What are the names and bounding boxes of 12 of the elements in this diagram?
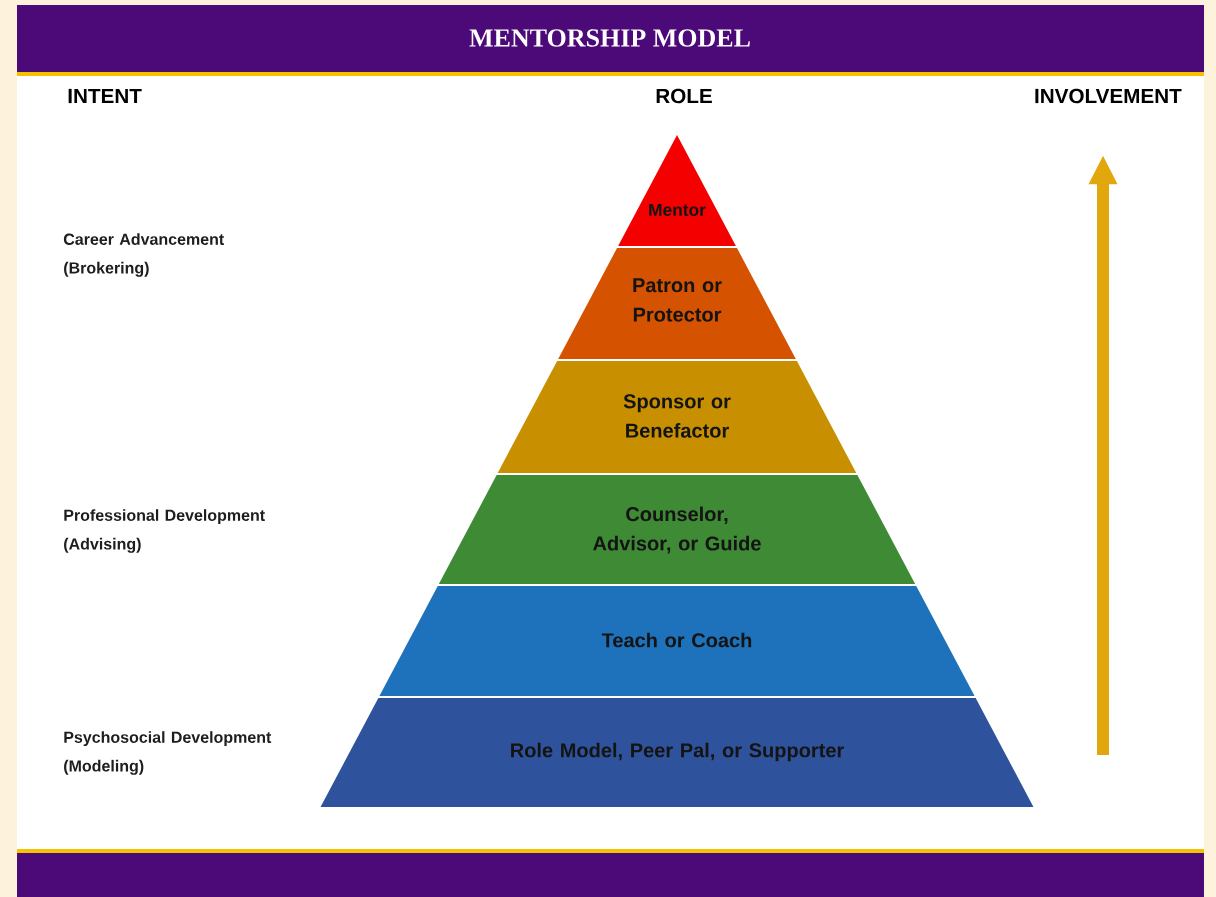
- pyramid-band: Counselor, Advisor, or Guide: [438, 475, 916, 584]
- intent-label: Professional Development (Advising): [64, 509, 265, 553]
- column-heading: INTENT: [68, 88, 142, 104]
- pyramid-band: Sponsor or Benefactor: [497, 361, 857, 473]
- intent-label: Psychosocial Development (Modeling): [64, 731, 272, 775]
- header-band: MENTORSHIP MODEL: [17, 5, 1204, 76]
- pyramid-band: Role Model, Peer Pal, or Supporter: [320, 698, 1034, 807]
- column-heading: INVOLVEMENT: [1035, 88, 1182, 104]
- intent-label: Career Advancement (Brokering): [63, 233, 224, 277]
- pyramid-band: Mentor: [618, 135, 736, 246]
- pyramid-band: Patron or Protector: [558, 248, 796, 359]
- column-heading: ROLE: [656, 88, 712, 104]
